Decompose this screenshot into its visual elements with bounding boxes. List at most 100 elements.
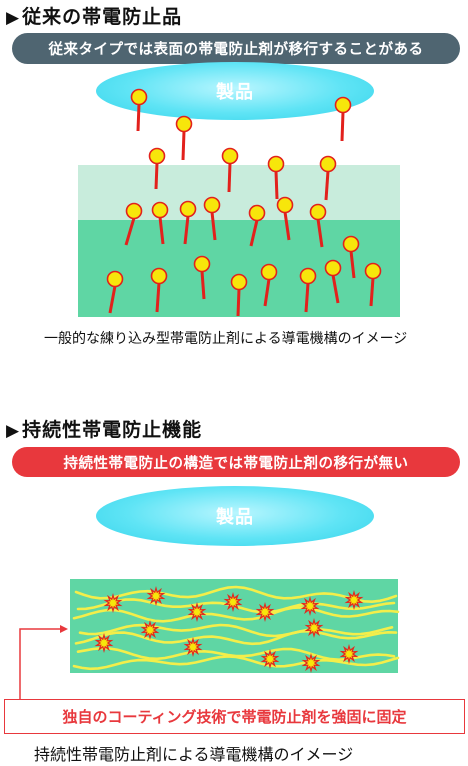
antistatic-agent [179, 200, 197, 245]
fiber [74, 585, 398, 604]
agent-head [342, 235, 360, 253]
agent-head [248, 204, 266, 222]
antistatic-agent [299, 267, 317, 313]
antistatic-agent [106, 270, 124, 314]
agent-head [106, 270, 124, 288]
spark-icon [94, 633, 114, 653]
antistatic-agent [148, 147, 166, 190]
fiber [72, 655, 400, 671]
agent-head [309, 203, 327, 221]
agent-head [203, 196, 221, 214]
section2-heading: ▶持続性帯電防止機能 [6, 415, 202, 442]
spark-icon [260, 649, 280, 669]
section2-callout: 独自のコーティング技術で帯電防止剤を強固に固定 [4, 699, 465, 734]
agent-stem [183, 215, 190, 245]
antistatic-agent [203, 196, 221, 241]
agent-head [221, 147, 239, 165]
spark-icon [140, 620, 160, 640]
agent-head [175, 115, 193, 133]
agent-stem [236, 288, 241, 317]
section2-heading-text: 持続性帯電防止機能 [22, 419, 203, 441]
section1-heading-text: 従来の帯電防止品 [22, 6, 183, 28]
antistatic-agent [150, 267, 168, 313]
agent-stem [324, 170, 330, 201]
agent-head [179, 200, 197, 218]
agent-head [276, 196, 294, 214]
spark-icon [255, 602, 275, 622]
agent-stem [274, 170, 279, 200]
agent-stem [304, 282, 310, 313]
spark-icon [223, 592, 243, 612]
triangle-icon: ▶ [6, 421, 21, 441]
agent-head [130, 88, 148, 106]
agent-stem [249, 219, 259, 247]
antistatic-agent [151, 201, 169, 245]
spark-icon [300, 596, 320, 616]
triangle-icon: ▶ [6, 8, 21, 28]
antistatic-agent [319, 155, 337, 201]
agent-stem [340, 111, 345, 142]
agent-head [150, 267, 168, 285]
spark-icon [304, 618, 324, 638]
agent-stem [369, 277, 375, 307]
spark-icon [187, 602, 207, 622]
agent-stem [263, 278, 271, 307]
antistatic-agent [248, 204, 266, 247]
agent-head [324, 259, 342, 277]
section2-product: 製品 [96, 486, 374, 546]
antistatic-agent [260, 263, 278, 307]
agent-head [334, 96, 352, 114]
spark-icon [146, 586, 166, 606]
antistatic-agent [334, 96, 352, 142]
agent-stem [283, 211, 291, 241]
agent-stem [331, 274, 340, 304]
agent-stem [155, 282, 161, 313]
spark-icon [344, 590, 364, 610]
agent-head [260, 263, 278, 281]
fiber [72, 606, 400, 623]
agent-stem [108, 285, 117, 314]
antistatic-agent [124, 202, 143, 246]
section2-caption: 持続性帯電防止剤による導電機構のイメージ [34, 745, 354, 764]
spark-icon [103, 593, 123, 613]
agent-stem [210, 211, 217, 241]
section1-heading: ▶従来の帯電防止品 [6, 2, 182, 29]
agent-stem [158, 216, 165, 245]
agent-head [151, 201, 169, 219]
agent-head [125, 202, 143, 220]
agent-stem [124, 217, 136, 246]
section2-banner: 持続性帯電防止の構造では帯電防止剤の移行が無い [12, 447, 460, 477]
section1-caption: 一般的な練り込み型帯電防止剤による導電機構のイメージ [44, 331, 408, 347]
agent-head [230, 273, 248, 291]
antistatic-agent [230, 273, 248, 317]
antistatic-agent [276, 196, 294, 241]
antistatic-agent [267, 155, 285, 200]
agent-stem [136, 103, 141, 132]
agent-stem [316, 218, 324, 248]
agent-head [364, 262, 382, 280]
agent-head [193, 255, 211, 273]
agent-stem [181, 130, 186, 161]
agent-stem [227, 162, 232, 193]
spark-icon [339, 644, 359, 664]
fiber [74, 629, 398, 646]
antistatic-agent [309, 203, 327, 248]
section1-antistatic-agents [106, 88, 382, 317]
agent-stem [154, 162, 159, 190]
spark-icon [301, 653, 321, 673]
antistatic-agent [175, 115, 193, 161]
section1-banner: 従来タイプでは表面の帯電防止剤が移行することがある [12, 33, 460, 64]
agent-stem [200, 270, 206, 300]
antistatic-agent [221, 147, 239, 193]
antistatic-agent [364, 262, 382, 307]
fiber [78, 623, 394, 638]
section2-product-label: 製品 [216, 507, 254, 528]
antistatic-agent [342, 235, 360, 279]
antistatic-agent [324, 259, 342, 304]
antistatic-agent [130, 88, 148, 132]
agent-head [267, 155, 285, 173]
agent-head [148, 147, 166, 165]
antistatic-agent [193, 255, 211, 300]
